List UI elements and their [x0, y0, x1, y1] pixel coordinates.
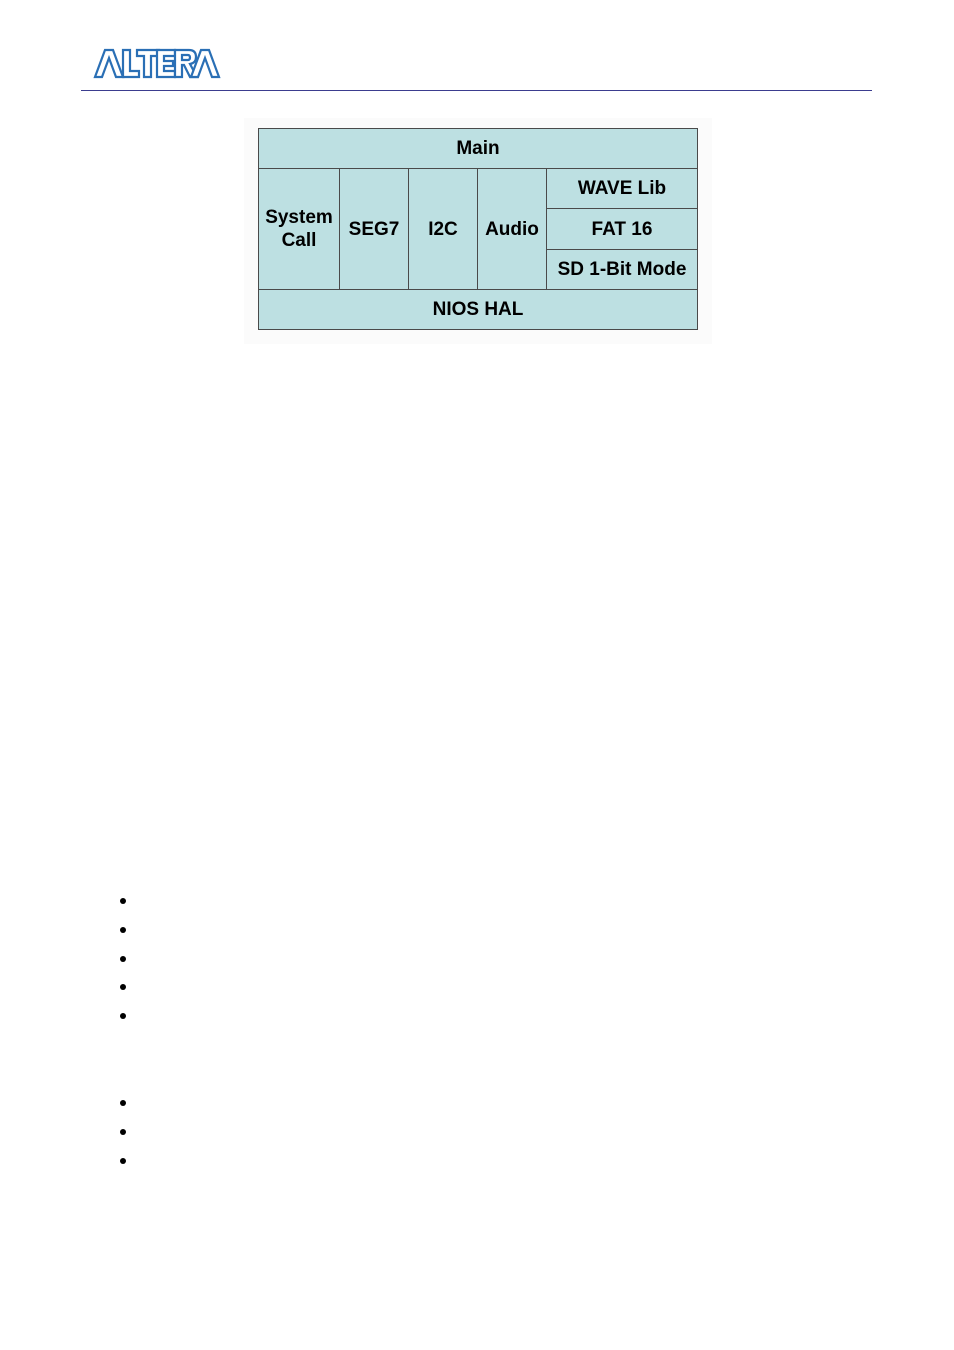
i2c-block: I2C — [408, 168, 478, 290]
audio-block: Audio — [477, 168, 547, 290]
seg7-block: SEG7 — [339, 168, 409, 290]
fat16-block: FAT 16 — [546, 208, 698, 250]
system-call-label-line2: Call — [281, 230, 317, 251]
nios-hal-block: NIOS HAL — [258, 289, 698, 330]
altera-logo — [93, 48, 221, 79]
wave-lib-block: WAVE Lib — [546, 168, 698, 209]
main-block: Main — [258, 128, 698, 169]
sd-mode-block: SD 1-Bit Mode — [546, 249, 698, 290]
i2c-label: I2C — [428, 218, 458, 240]
bullet-icon — [120, 984, 126, 991]
fat16-label: FAT 16 — [591, 218, 653, 240]
bullet-icon — [120, 1013, 126, 1020]
bullet-icon — [120, 955, 126, 962]
system-call-block: System Call — [258, 168, 340, 290]
software-stack-diagram: Main System Call SEG7 I2C Audio WAVE Lib… — [258, 128, 698, 330]
bullet-icon — [120, 1100, 126, 1106]
seg7-label: SEG7 — [348, 218, 400, 240]
bullet-icon — [120, 926, 126, 933]
audio-label: Audio — [485, 218, 539, 240]
bullet-icon — [120, 1128, 126, 1135]
bullet-icon — [120, 1157, 126, 1164]
nios-hal-label: NIOS HAL — [432, 299, 524, 320]
sd-mode-label: SD 1-Bit Mode — [557, 259, 687, 280]
system-call-label-line1: System — [265, 207, 333, 228]
wave-lib-label: WAVE Lib — [577, 178, 667, 199]
header-divider — [81, 90, 872, 91]
main-block-label: Main — [456, 138, 500, 159]
bullet-icon — [120, 898, 126, 904]
